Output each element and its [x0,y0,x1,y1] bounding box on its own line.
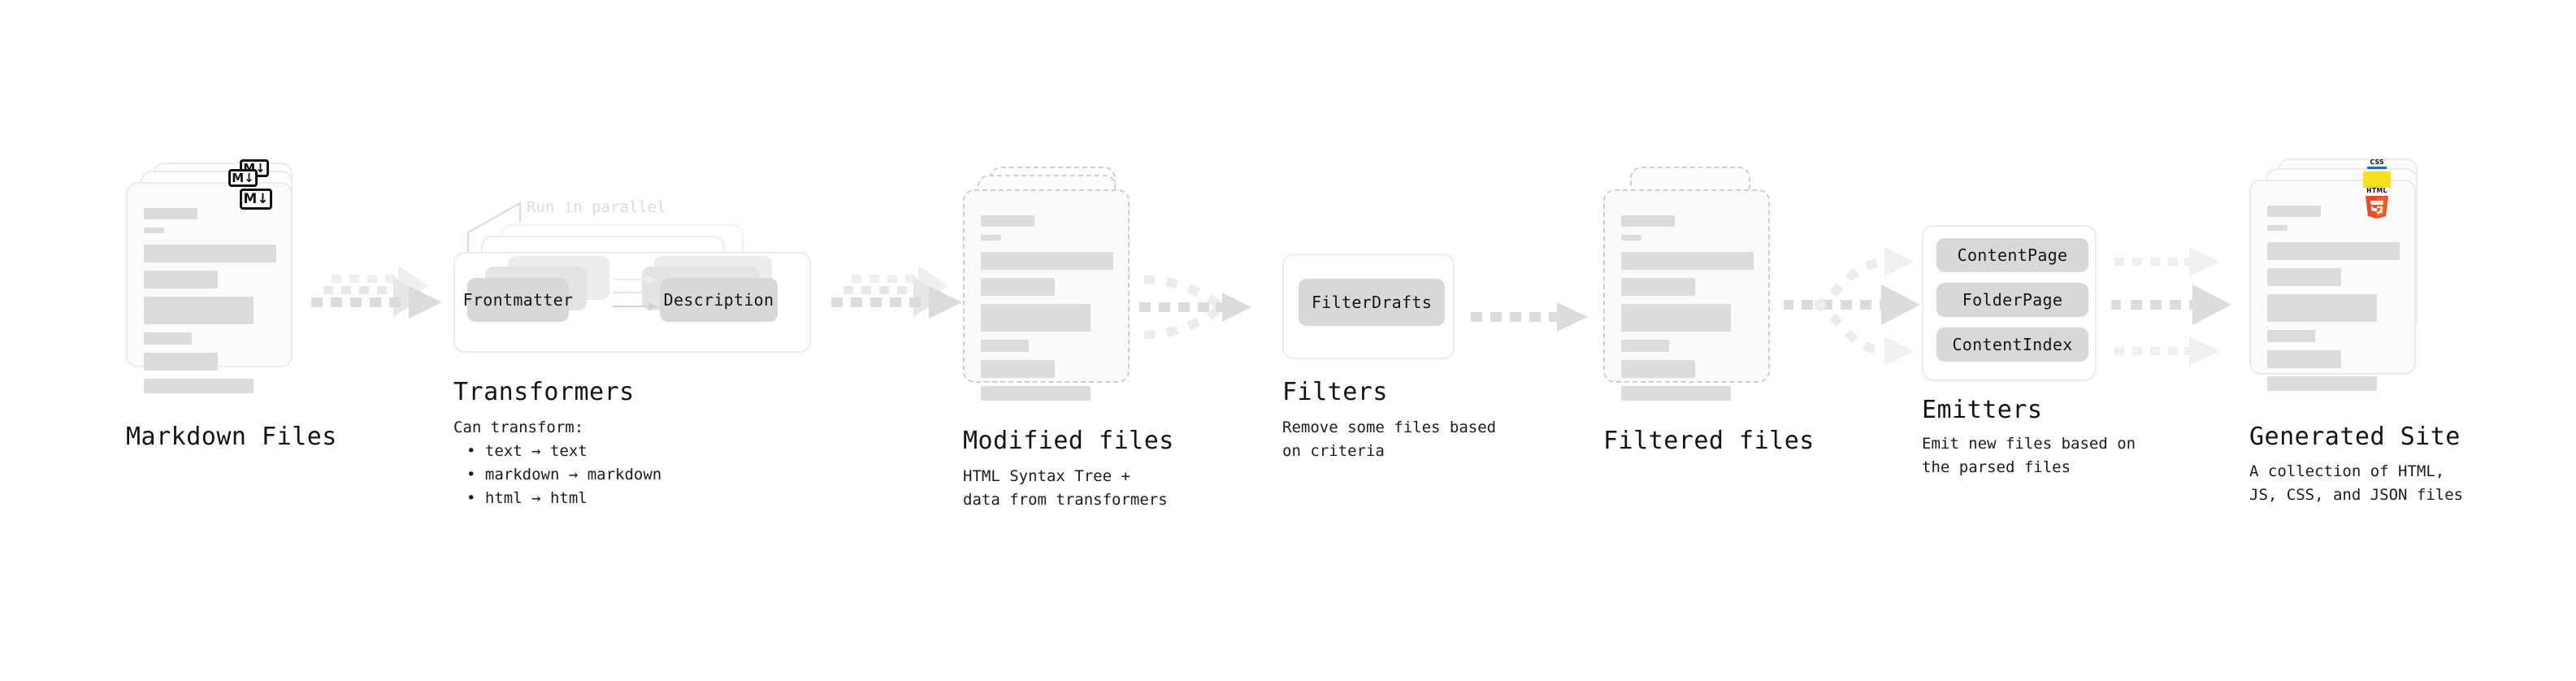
doc-placeholder-lines [981,215,1113,409]
stage-title-transformers: Transformers [453,378,635,406]
run-in-parallel-bracket [466,202,522,256]
filter-chip-filterdrafts[interactable]: FilterDrafts [1299,279,1445,326]
stage-title-markdown-files: Markdown Files [126,423,337,451]
transformers-internal-arrows [613,275,658,310]
modified-files-card-stack [963,167,1150,401]
stage-title-filters: Filters [1282,378,1388,406]
emitter-chip-folderpage[interactable]: FolderPage [1936,283,2088,317]
generated-site-card-stack: CSS HTML [2249,158,2444,391]
arrow-filters-to-filtered [1471,302,1588,332]
stage-title-emitters: Emitters [1922,396,2043,424]
transform-rule-markdown: • markdown → markdown [466,466,662,484]
transformer-chip-description[interactable]: Description [660,278,778,322]
arrow-markdown-to-transformers [311,265,442,319]
markdown-icon-back-1: M↓ [228,169,258,187]
stage-title-generated-site: Generated Site [2249,423,2461,451]
css-icon: CSS [2367,158,2387,169]
emitter-chip-contentindex[interactable]: ContentIndex [1936,327,2088,362]
transform-rule-text: • text → text [466,442,588,460]
generated-site-description: A collection of HTML, JS, CSS, and JSON … [2249,462,2464,504]
svg-text:HTML: HTML [2366,187,2387,194]
markdown-icon: M↓ [240,189,272,210]
transformers-description: Can transform: • text → text • markdown … [453,416,661,510]
html5-icon: HTML [2366,187,2388,219]
transform-heading: Can transform: [453,419,584,436]
stage-title-filtered-files: Filtered files [1603,427,1815,455]
transformer-chip-frontmatter[interactable]: Frontmatter [463,278,573,322]
arrow-filtered-to-emitters [1784,247,1920,366]
stage-title-modified-files: Modified files [963,427,1174,455]
doc-card-front [1603,189,1770,401]
js-icon [2363,171,2391,188]
transform-rule-html: • html → html [466,489,588,507]
run-in-parallel-label: Run in parallel [527,198,666,216]
arrow-transformers-to-modified [831,265,962,319]
markdown-files-card-stack: M↓ M↓ M↓ [126,159,313,393]
svg-text:CSS: CSS [2370,158,2383,166]
doc-placeholder-lines [1621,215,1754,409]
filters-description: Remove some files based on criteria [1282,419,1497,460]
emitters-description: Emit new files based on the parsed files [1922,435,2136,476]
filtered-files-card-stack [1603,167,1790,401]
doc-card-front [963,189,1130,401]
doc-placeholder-lines [144,208,276,401]
modified-files-description: HTML Syntax Tree + data from transformer… [963,467,1168,509]
arrow-emitters-to-site [2111,247,2231,366]
doc-card-front [2249,180,2416,391]
doc-card-front [126,182,293,393]
arrow-modified-to-filters [1139,275,1251,340]
emitter-chip-contentpage[interactable]: ContentPage [1936,238,2088,272]
doc-placeholder-lines [2267,206,2400,399]
